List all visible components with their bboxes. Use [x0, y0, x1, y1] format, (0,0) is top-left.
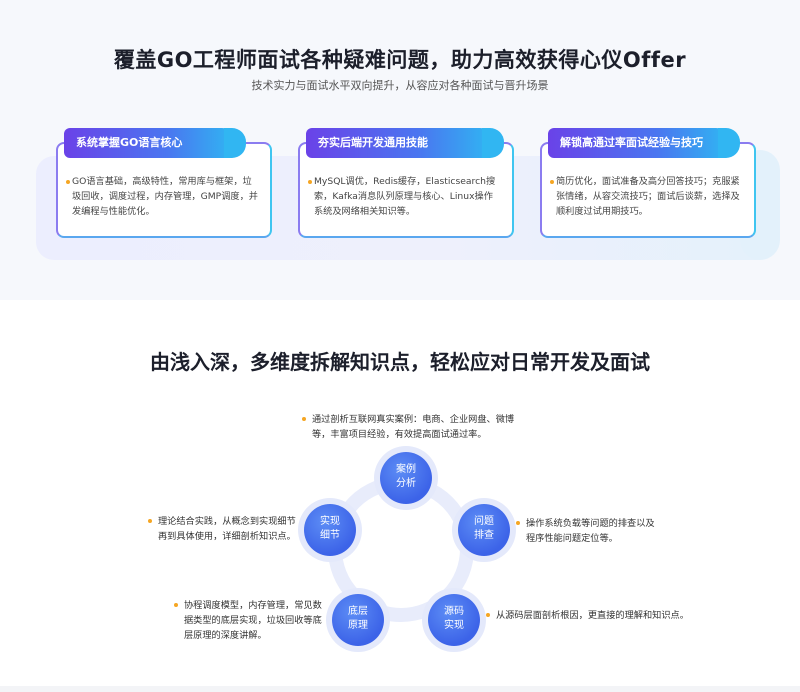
- feature-card-title: 解锁高通过率面试经验与技巧: [560, 136, 703, 149]
- node-description: 操作系统负载等问题的排查以及程序性能问题定位等。: [516, 516, 662, 546]
- node-description: 协程调度模型，内存管理，常见数据类型的底层实现，垃圾回收等底层原理的深度讲解。: [174, 598, 326, 643]
- feature-card-text: GO语言基础，高级特性，常用库与框架，垃圾回收，调度过程，内存管理，GMP调度，…: [72, 176, 258, 217]
- node-case-analysis: 案例 分析: [380, 452, 432, 504]
- node-low-level-principle: 底层 原理: [332, 594, 384, 646]
- node-description: 从源码层面剖析根因，更直接的理解和知识点。: [486, 608, 692, 623]
- feature-card-interview: 简历优化，面试准备及高分回答技巧；克服紧张情绪，从容交流技巧；面试后谈薪，选择及…: [540, 142, 756, 238]
- feature-card-title: 系统掌握GO语言核心: [76, 136, 183, 149]
- node-description: 通过剖析互联网真实案例：电商、企业网盘、微博等，丰富项目经验，有效提高面试通过率…: [302, 412, 530, 442]
- bullet-dot-icon: [148, 519, 152, 523]
- feature-card-tab: 夯实后端开发通用技能: [306, 128, 504, 158]
- node-label: 源码 实现: [444, 606, 464, 631]
- bullet-dot-icon: [174, 603, 178, 607]
- feature-card-text: 简历优化，面试准备及高分回答技巧；克服紧张情绪，从容交流技巧；面试后谈薪，选择及…: [556, 176, 740, 217]
- bullet-dot-icon: [516, 521, 520, 525]
- feature-card-tab: 解锁高通过率面试经验与技巧: [548, 128, 740, 158]
- bullet-dot-icon: [308, 180, 312, 184]
- section-title: 由浅入深，多维度拆解知识点，轻松应对日常开发及面试: [150, 350, 650, 374]
- node-label: 问题 排查: [474, 516, 494, 541]
- footer-divider: [0, 686, 800, 692]
- feature-card-tab: 系统掌握GO语言核心: [64, 128, 246, 158]
- node-source-code: 源码 实现: [428, 594, 480, 646]
- bullet-dot-icon: [550, 180, 554, 184]
- feature-card-backend: MySQL调优，Redis缓存，Elasticsearch搜索，Kafka消息队…: [298, 142, 514, 238]
- feature-card-text: MySQL调优，Redis缓存，Elasticsearch搜索，Kafka消息队…: [314, 176, 496, 217]
- bullet-dot-icon: [486, 613, 490, 617]
- node-label: 实现 细节: [320, 516, 340, 541]
- feature-card-title: 夯实后端开发通用技能: [318, 136, 428, 149]
- node-implementation-details: 实现 细节: [304, 504, 356, 556]
- node-label: 案例 分析: [396, 464, 416, 489]
- bullet-dot-icon: [66, 180, 70, 184]
- hero-title: 覆盖GO工程师面试各种疑难问题，助力高效获得心仪Offer: [113, 48, 687, 72]
- feature-card-go-core: GO语言基础，高级特性，常用库与框架，垃圾回收，调度过程，内存管理，GMP调度，…: [56, 142, 272, 238]
- node-troubleshooting: 问题 排查: [458, 504, 510, 556]
- node-description: 理论结合实践，从概念到实现细节再到具体使用，详细剖析知识点。: [148, 514, 300, 544]
- node-label: 底层 原理: [348, 606, 368, 631]
- bullet-dot-icon: [302, 417, 306, 421]
- hero-subtitle: 技术实力与面试水平双向提升，从容应对各种面试与晋升场景: [251, 79, 549, 92]
